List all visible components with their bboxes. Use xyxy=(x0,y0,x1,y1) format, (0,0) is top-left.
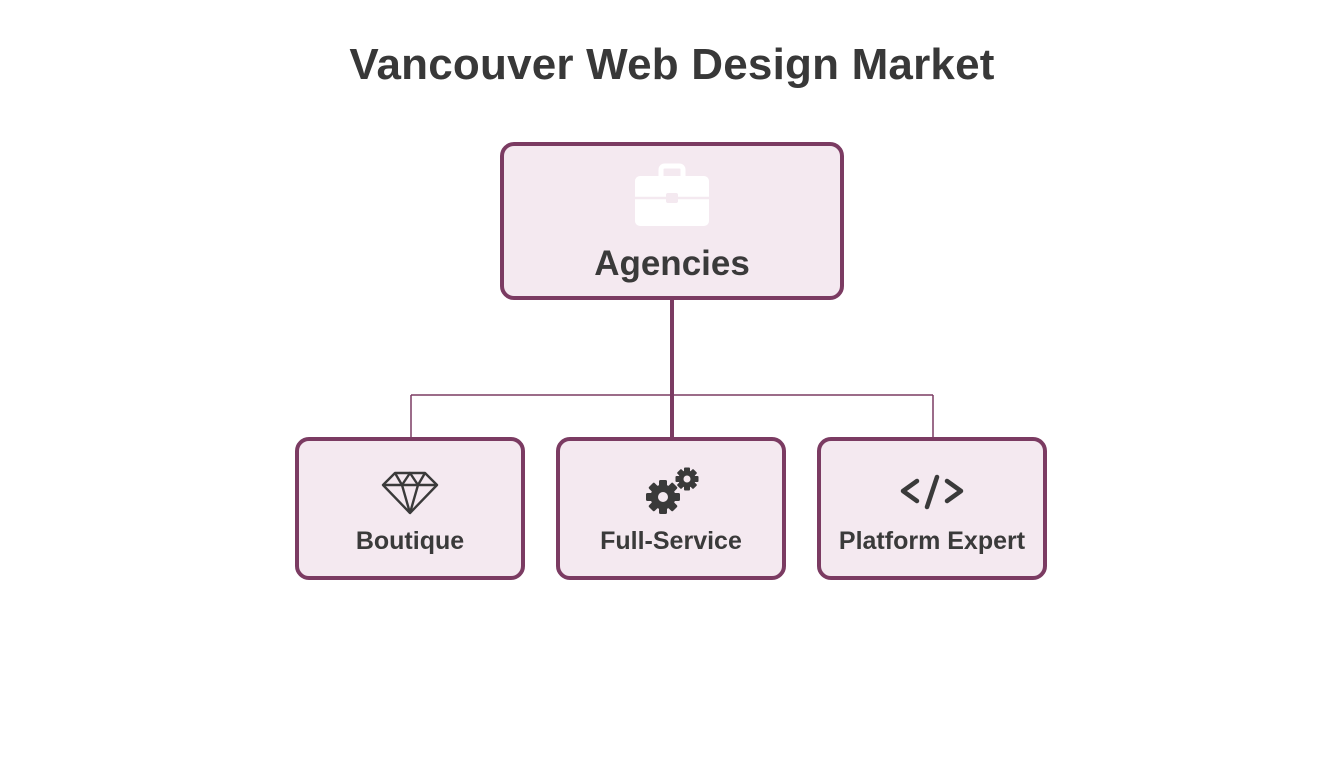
briefcase-icon xyxy=(635,163,709,226)
gears-icon xyxy=(646,467,699,514)
node-agencies-label: Agencies xyxy=(594,244,750,283)
node-agencies: Agencies xyxy=(500,142,844,300)
node-platform-expert-label: Platform Expert xyxy=(838,527,1026,555)
node-boutique: Boutique xyxy=(295,437,525,580)
code-icon xyxy=(900,474,964,510)
node-full-service: Full-Service xyxy=(556,437,786,580)
node-boutique-label: Boutique xyxy=(355,527,465,555)
node-platform-expert: Platform Expert xyxy=(817,437,1047,580)
diamond-icon xyxy=(381,471,439,515)
diagram-title: Vancouver Web Design Market xyxy=(349,40,995,89)
node-full-service-label: Full-Service xyxy=(600,527,742,555)
